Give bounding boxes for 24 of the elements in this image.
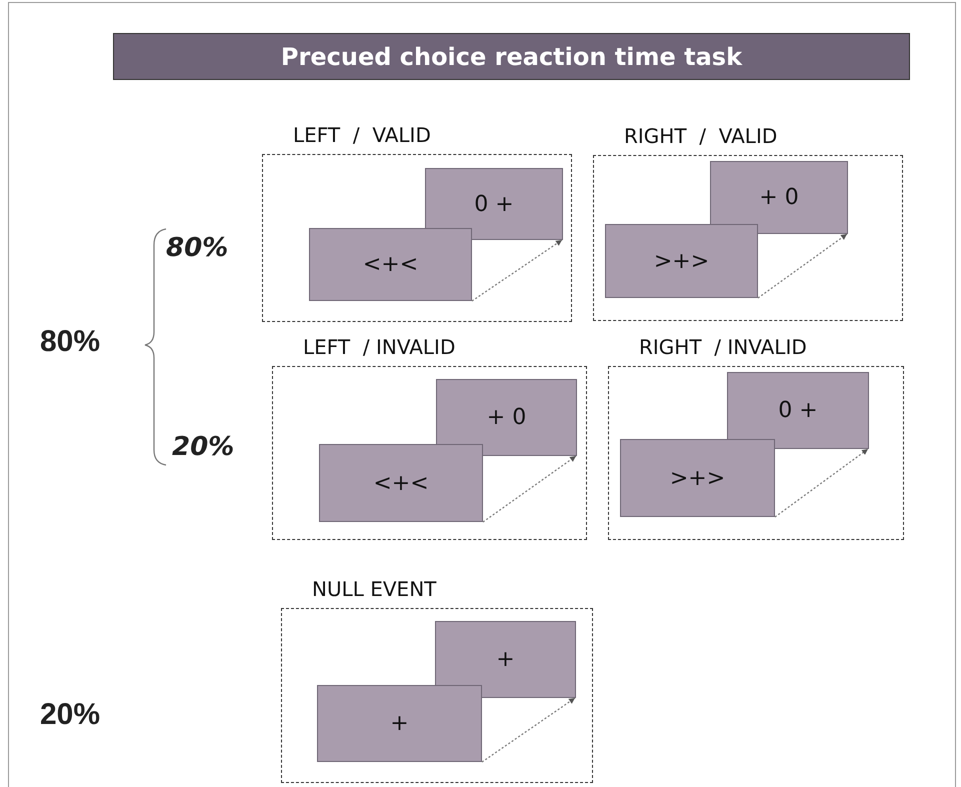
percentage-label: 20% (172, 432, 234, 462)
screen-display: + (435, 621, 576, 698)
screen-display: >+> (620, 439, 775, 517)
dotted-arrow (758, 234, 848, 298)
title-banner: Precued choice reaction time task (113, 33, 910, 80)
condition-heading: NULL EVENT (312, 577, 436, 601)
screen-display: 0 + (727, 372, 869, 449)
dotted-arrow (482, 698, 576, 762)
dotted-arrow (774, 448, 868, 518)
screen-display: <+< (309, 228, 472, 301)
condition-heading: RIGHT / INVALID (639, 335, 807, 359)
condition-heading: RIGHT / VALID (624, 124, 778, 148)
screen-display: <+< (319, 444, 483, 522)
percentage-label: 20% (40, 698, 100, 732)
percentage-label: 80% (166, 233, 228, 263)
dotted-arrow (472, 240, 562, 302)
condition-heading: LEFT / VALID (293, 123, 431, 147)
screen-display: + 0 (436, 379, 577, 456)
screen-display: >+> (605, 224, 758, 298)
screen-display: + (317, 685, 482, 762)
percentage-label: 80% (40, 325, 100, 359)
condition-heading: LEFT / INVALID (303, 335, 456, 359)
screen-display: + 0 (710, 161, 848, 234)
screen-display: 0 + (425, 168, 563, 240)
